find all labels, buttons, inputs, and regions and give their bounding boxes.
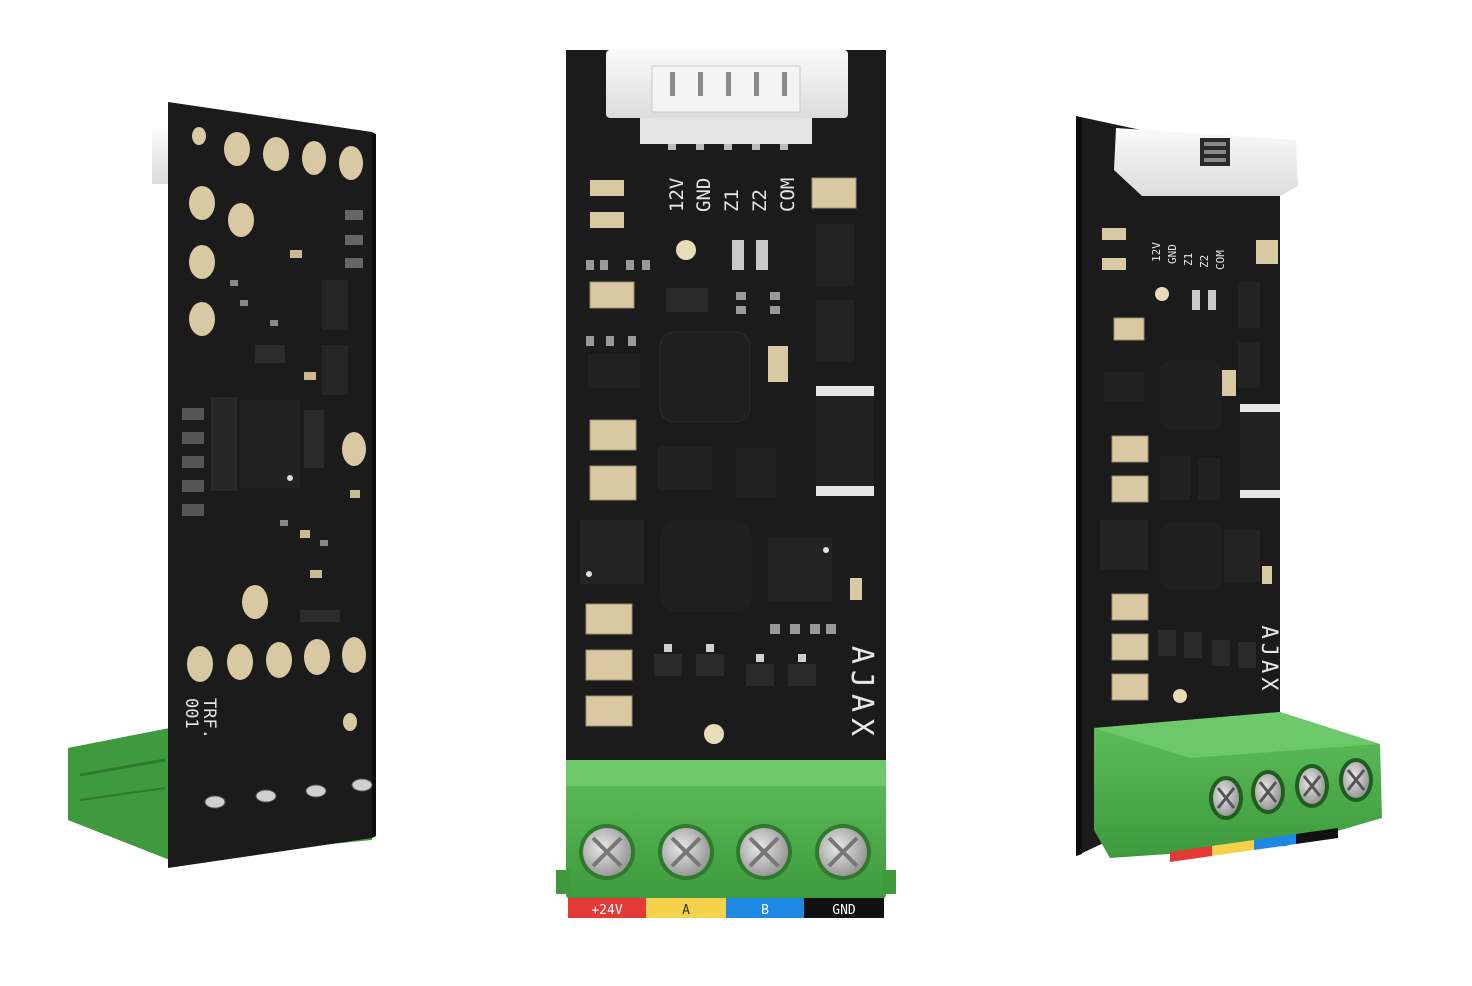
center-label-com: COM <box>777 178 799 212</box>
center-terminal-labels: +24V A B GND <box>568 898 884 918</box>
center-label-12v: 12V <box>666 178 688 212</box>
center-label-z2: Z2 <box>749 189 771 212</box>
left-connector <box>152 128 170 184</box>
center-label-gnd: GND <box>693 178 715 212</box>
right-label-12v: 12V <box>1150 242 1163 262</box>
center-connector <box>606 50 848 150</box>
terminal-label-24v: +24V <box>591 903 622 918</box>
right-label-com: COM <box>1214 250 1227 270</box>
left-marking-line2: 001 <box>181 698 201 729</box>
right-board: 12V GND Z1 Z2 COM <box>1076 116 1382 862</box>
left-pins <box>204 778 373 809</box>
right-label-gnd: GND <box>1166 244 1179 264</box>
terminal-label-b: B <box>761 903 769 918</box>
center-screws <box>579 824 871 880</box>
center-components <box>580 177 874 744</box>
center-connector-labels: 12V GND Z1 Z2 COM <box>666 178 799 212</box>
terminal-label-gnd: GND <box>832 903 856 918</box>
right-label-z2: Z2 <box>1198 255 1211 268</box>
left-marking: TRF. 001 <box>181 698 219 739</box>
right-terminal-block <box>1094 712 1382 862</box>
right-components <box>1100 228 1280 703</box>
left-board: TRF. 001 <box>68 102 376 868</box>
left-marking-line1: TRF. <box>199 698 219 739</box>
right-ajax-logo: AJAX <box>1256 626 1281 695</box>
left-pads <box>187 127 366 731</box>
center-label-z1: Z1 <box>721 189 743 212</box>
center-ajax-logo: AJAX <box>844 646 879 742</box>
right-screws <box>1209 758 1373 820</box>
center-board: 12V GND Z1 Z2 COM <box>556 50 896 918</box>
right-terminal-color-strip <box>1170 828 1338 862</box>
terminal-label-a: A <box>682 903 690 918</box>
right-label-z1: Z1 <box>1182 253 1195 266</box>
center-terminal-block: +24V A B GND <box>556 760 896 918</box>
right-connector-labels: 12V GND Z1 Z2 COM <box>1150 242 1227 270</box>
right-connector <box>1114 128 1298 196</box>
left-components <box>182 210 363 622</box>
